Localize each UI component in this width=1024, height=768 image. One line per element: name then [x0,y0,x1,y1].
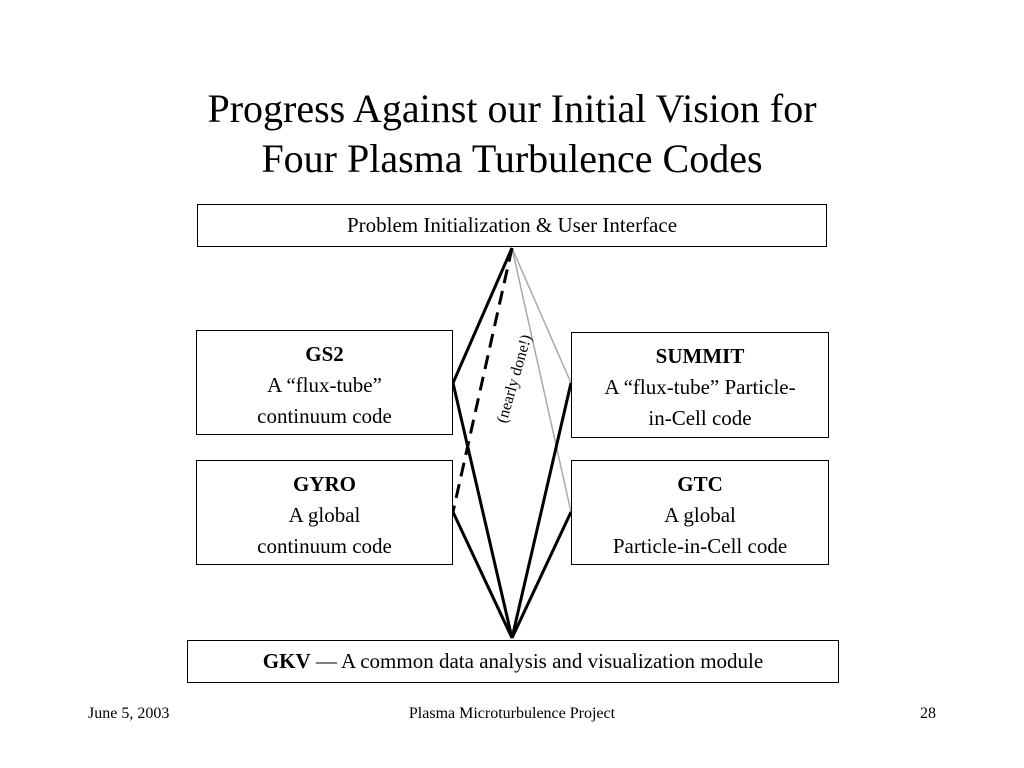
summit-name: SUMMIT [655,344,745,368]
gyro-desc-line-2: continuum code [257,534,392,558]
line-top-to-summit [511,247,572,384]
footer-page-number: 28 [920,705,936,722]
summit-box: SUMMIT A “flux-tube” Particle- in-Cell c… [571,332,829,438]
title-line-2: Four Plasma Turbulence Codes [261,136,763,181]
problem-initialization-box: Problem Initialization & User Interface [197,204,827,247]
gkv-name: GKV [262,649,311,673]
gyro-name: GYRO [293,472,356,496]
line-top-to-gs2 [451,247,514,384]
gs2-box: GS2 A “flux-tube” continuum code [196,330,453,435]
gs2-name: GS2 [305,342,344,366]
gtc-name: GTC [677,472,723,496]
title-line-1: Progress Against our Initial Vision for [207,86,817,131]
gyro-desc-line-1: A global [288,503,361,527]
line-top-to-gtc [511,247,572,513]
line-gyro-to-bottom [451,511,514,639]
gs2-desc-line-2: continuum code [257,404,392,428]
gyro-box: GYRO A global continuum code [196,460,453,565]
summit-desc-line-1: A “flux-tube” Particle- [604,375,796,399]
gtc-box: GTC A global Particle-in-Cell code [571,460,829,565]
footer-project: Plasma Microturbulence Project [408,705,616,722]
line-gtc-to-bottom [510,511,573,639]
line-summit-to-bottom [510,382,573,639]
gkv-box: GKV — A common data analysis and visuali… [187,640,839,683]
line-top-to-gyro-dashed [451,247,514,513]
gtc-desc-line-1: A global [664,503,736,527]
gkv-desc: — A common data analysis and visualizati… [310,649,764,673]
summit-desc-line-2: in-Cell code [648,406,752,430]
line-gs2-to-bottom [451,382,514,639]
footer-date: June 5, 2003 [88,705,170,722]
gs2-desc-line-1: A “flux-tube” [267,373,382,397]
slide-title: Progress Against our Initial Vision for … [0,84,1024,184]
gtc-desc-line-2: Particle-in-Cell code [612,534,788,558]
